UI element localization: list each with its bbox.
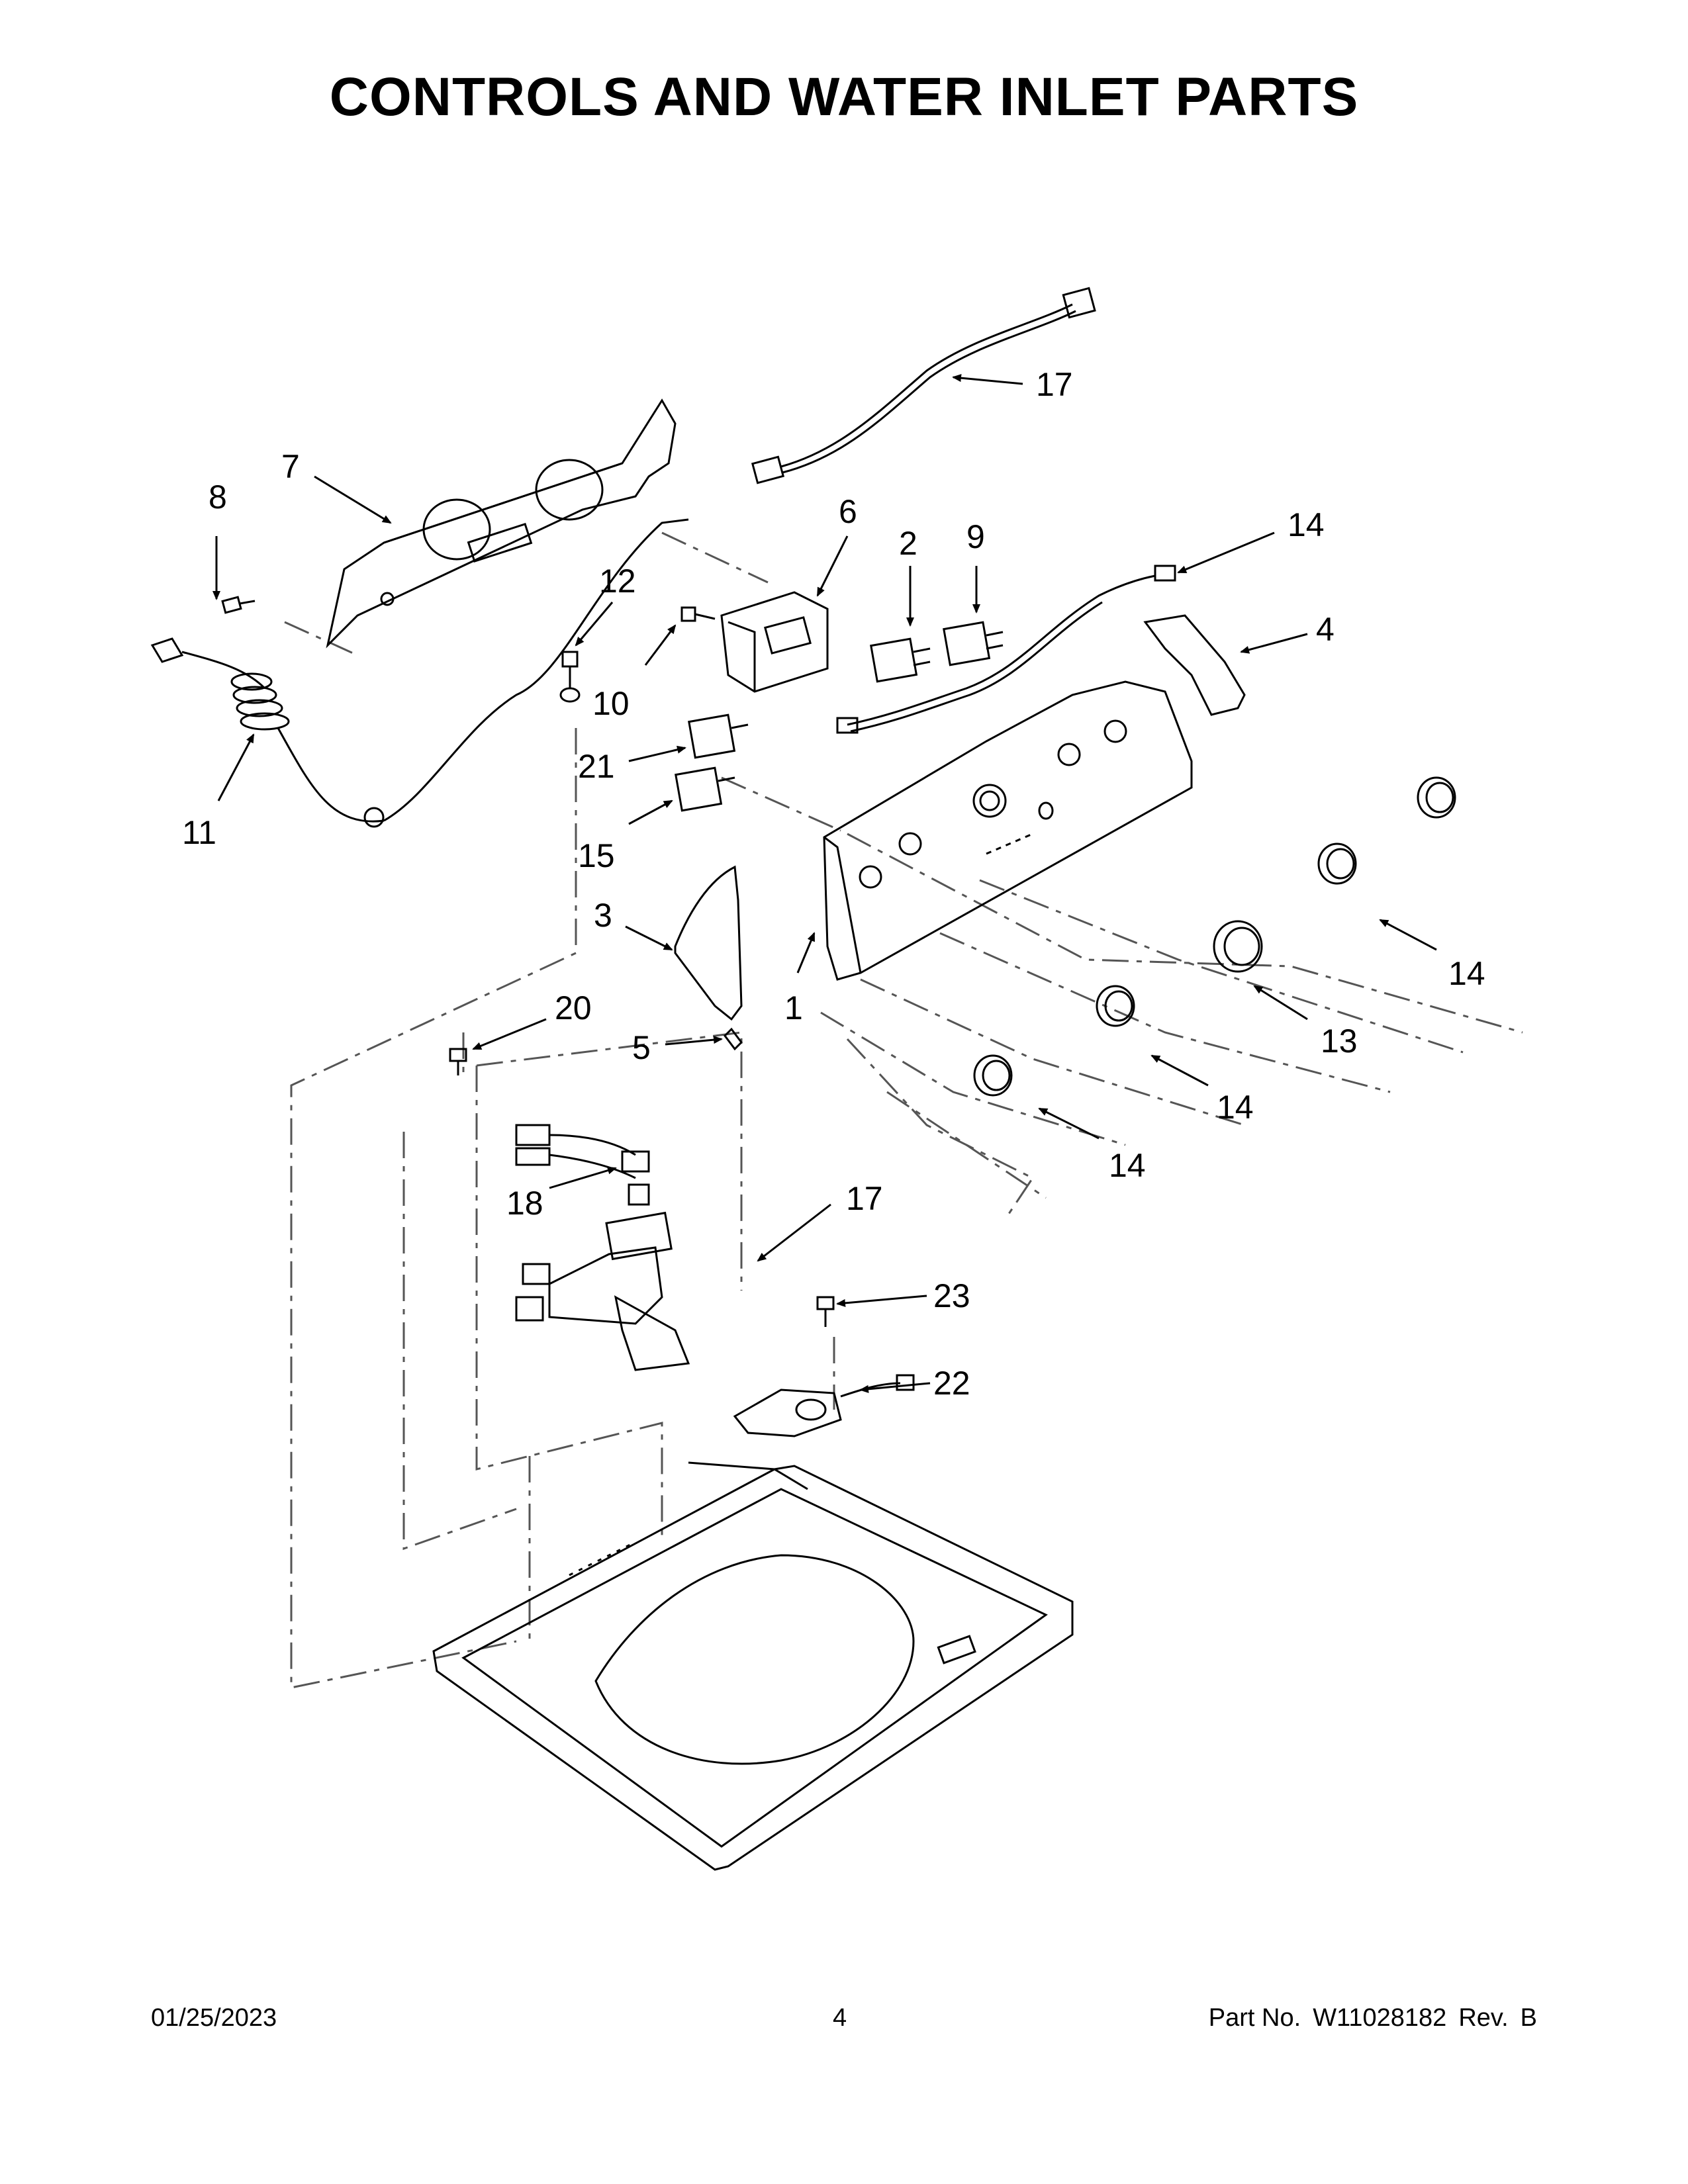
knob-part-14-top-right xyxy=(1417,776,1456,819)
assembly-guide-lines xyxy=(284,531,1523,1689)
callout-12: 12 xyxy=(599,563,636,600)
knob-part-13 xyxy=(1213,920,1263,973)
callout-5: 5 xyxy=(632,1029,651,1066)
water-inlet-valve-part xyxy=(515,1211,690,1371)
rev-label: Rev. xyxy=(1458,2004,1509,2032)
console-end-cap-left-part xyxy=(674,865,743,1021)
rev-value: B xyxy=(1520,2004,1537,2032)
switch-part-21 xyxy=(688,713,749,759)
console-part xyxy=(823,680,1193,981)
callout-2: 2 xyxy=(899,525,917,562)
ground-screw-part-12 xyxy=(559,651,581,703)
screw-part-10 xyxy=(680,606,716,622)
page-title: CONTROLS AND WATER INLET PARTS xyxy=(329,67,1359,127)
leader-arrows xyxy=(212,374,1437,1393)
knobs-group xyxy=(973,776,1456,1097)
clip-part-5 xyxy=(724,1027,743,1051)
callout-23: 23 xyxy=(933,1277,970,1314)
console-end-cap-right-part xyxy=(1143,614,1246,716)
footer-date: 01/25/2023 xyxy=(151,2004,277,2032)
switch-part-15 xyxy=(675,766,735,812)
wire-harness-part-16 xyxy=(836,565,1176,734)
wire-harness-part-18 xyxy=(515,1124,650,1206)
screw-part-23 xyxy=(816,1296,835,1327)
power-cord-part xyxy=(150,518,689,828)
knob-part-14-middle-right xyxy=(1317,842,1357,885)
footer-page-number: 4 xyxy=(833,2004,847,2032)
wire-harness-part-19 xyxy=(751,287,1096,484)
screw-part-20 xyxy=(449,1048,467,1075)
callout-11: 11 xyxy=(182,814,216,851)
screw-part-8 xyxy=(221,596,256,614)
console-back-panel-part xyxy=(326,398,677,649)
part-label: Part No. xyxy=(1208,2004,1301,2032)
callout-21: 21 xyxy=(578,748,615,785)
switch-part-9 xyxy=(943,621,1004,666)
callout-19: 17 xyxy=(1036,366,1073,403)
control-board-part xyxy=(720,591,829,693)
callout-8: 8 xyxy=(209,478,227,516)
callout-6: 6 xyxy=(839,493,857,530)
callout-14-right: 14 xyxy=(1448,955,1485,992)
footer-part-number: Part No. W11028182 Rev. B xyxy=(1209,2004,1537,2032)
callout-1: 1 xyxy=(784,989,803,1026)
knob-part-14-bottom xyxy=(973,1054,1013,1097)
callout-7: 7 xyxy=(281,448,300,485)
callout-17: 17 xyxy=(846,1180,883,1217)
callout-labels: 17 7 8 6 2 9 14 4 12 10 11 21 15 3 1 5 2… xyxy=(182,366,1485,1402)
callout-22: 22 xyxy=(933,1365,970,1402)
callout-13: 13 xyxy=(1321,1023,1358,1060)
callout-10: 10 xyxy=(592,685,630,722)
washer-top-cover xyxy=(432,1461,1074,1871)
callout-9: 9 xyxy=(966,518,985,555)
callout-20: 20 xyxy=(555,989,592,1026)
knob-part-14-center xyxy=(1096,985,1135,1027)
switch-part-2 xyxy=(870,637,931,683)
callout-15: 15 xyxy=(578,837,615,874)
callout-18: 18 xyxy=(506,1185,543,1222)
callout-4: 4 xyxy=(1316,611,1335,648)
callout-3: 3 xyxy=(594,897,612,934)
part-number: W11028182 xyxy=(1313,2004,1447,2032)
callout-14-bottom: 14 xyxy=(1109,1147,1146,1184)
sensor-part-22 xyxy=(733,1374,915,1437)
callout-16: 14 xyxy=(1288,506,1325,543)
callout-14-middle: 14 xyxy=(1217,1089,1254,1126)
